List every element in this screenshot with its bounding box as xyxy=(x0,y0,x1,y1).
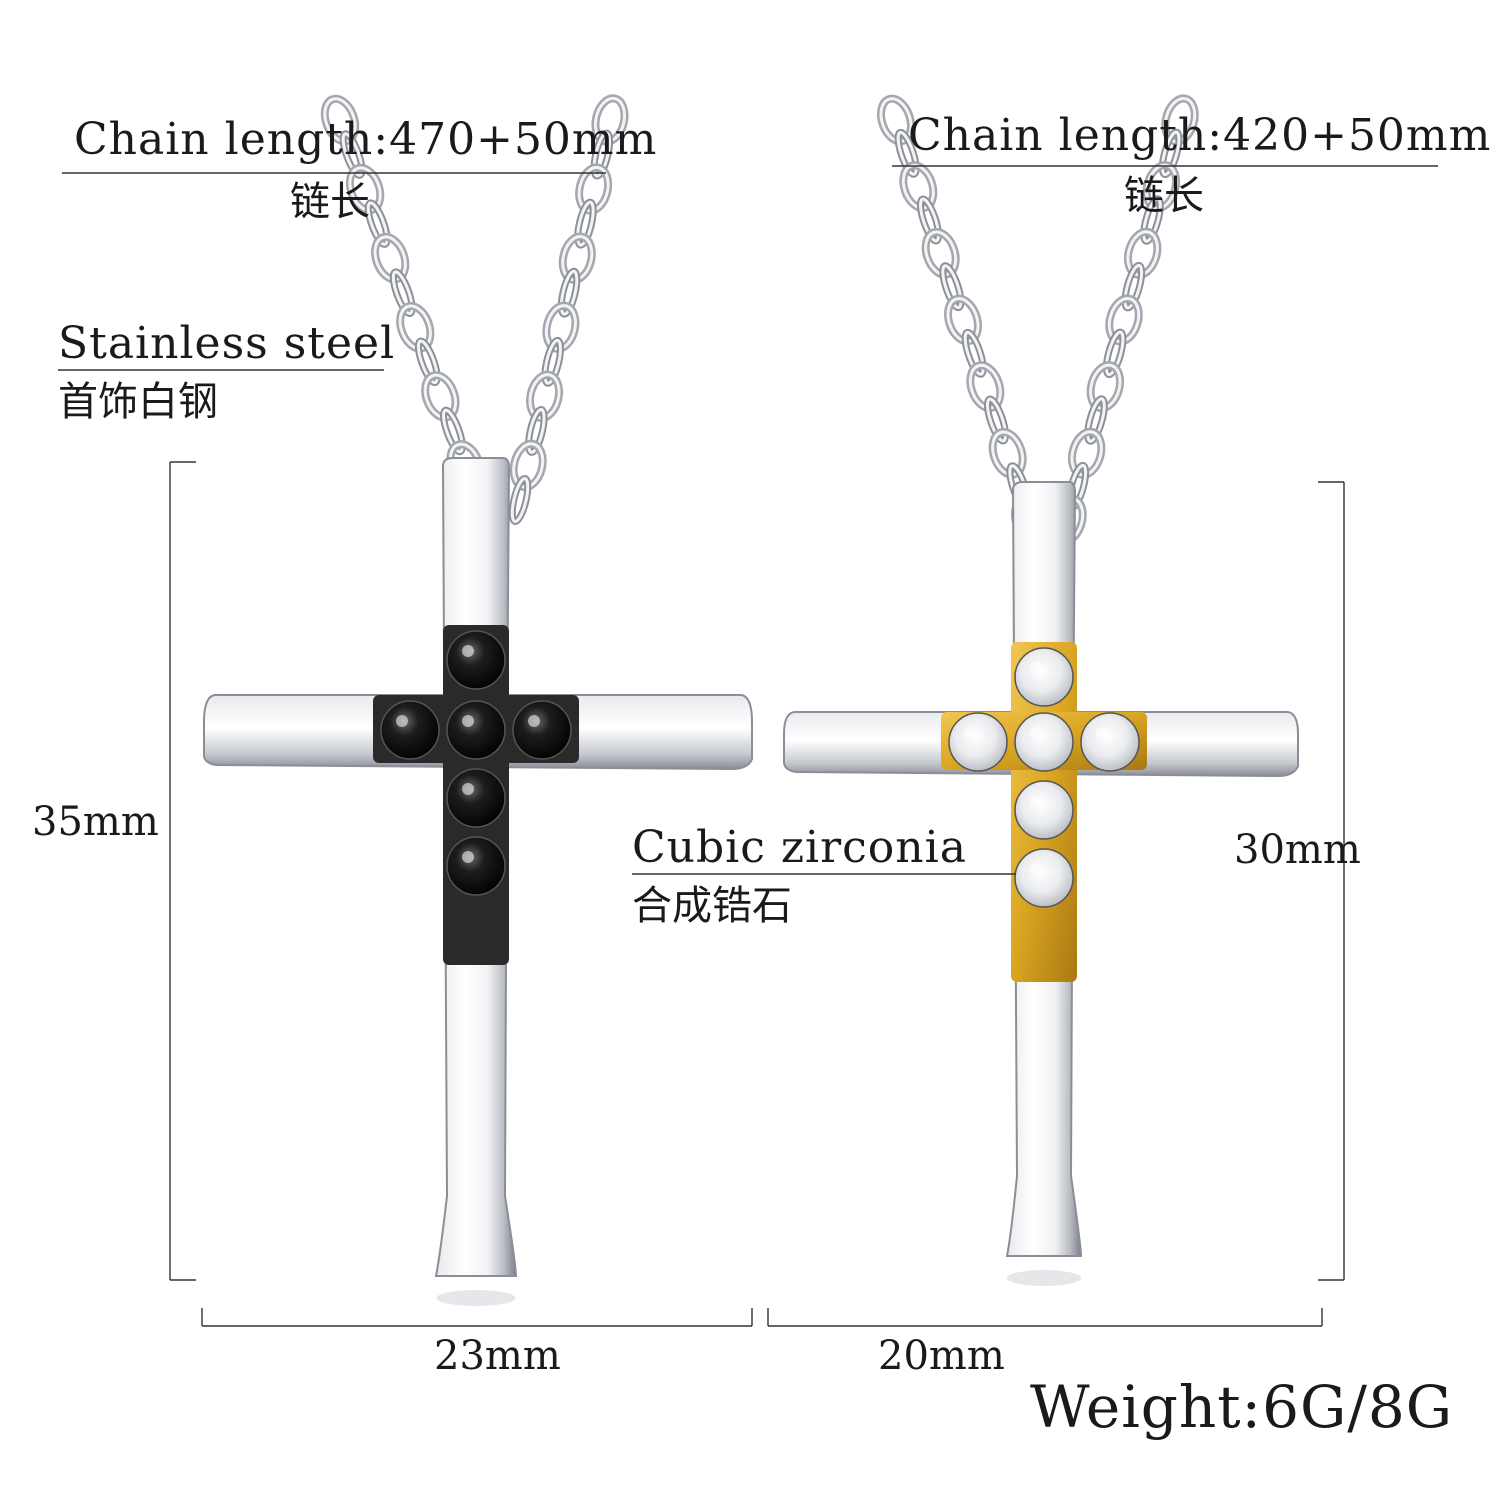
gemstone-sparkle xyxy=(462,783,474,795)
right-cross-pendant xyxy=(783,481,1299,1286)
gemstone xyxy=(1014,712,1074,772)
chain-link-highlight xyxy=(323,97,357,143)
chain-link-highlight xyxy=(985,397,1008,443)
chain-link-highlight xyxy=(512,442,545,489)
chain-link-highlight xyxy=(963,330,985,376)
gemstone-sparkle xyxy=(462,645,474,657)
crosses xyxy=(203,457,1299,1306)
chains xyxy=(320,94,1199,546)
gemstone xyxy=(948,712,1008,772)
chain-link-highlight xyxy=(1142,197,1162,243)
chain-link-highlight xyxy=(544,304,577,351)
gemstone-sparkle xyxy=(1096,727,1108,739)
left-chain-length-label: Chain length:470+50mm xyxy=(74,114,658,165)
right-chain-left-strand xyxy=(876,94,1050,546)
chain-link-highlight xyxy=(442,408,464,454)
gemstone xyxy=(1014,780,1074,840)
right-height-label: 30mm xyxy=(1234,827,1361,873)
chain-link-highlight xyxy=(1107,296,1141,344)
gemstone xyxy=(1014,848,1074,908)
weight-label: Weight:6G/8G xyxy=(1030,1373,1454,1441)
gemstone-sparkle xyxy=(528,715,540,727)
gemstone-sparkle xyxy=(462,851,474,863)
chain-link-highlight xyxy=(373,235,407,281)
chain-link-highlight xyxy=(946,297,980,343)
chain-link-highlight xyxy=(391,270,414,316)
chain-link-highlight xyxy=(528,373,561,420)
left-cross-pendant xyxy=(203,457,753,1306)
chain-link-highlight xyxy=(510,477,530,523)
chain-link-highlight xyxy=(543,338,562,385)
chain-link-highlight xyxy=(879,97,913,143)
chain-link-highlight xyxy=(896,130,918,176)
gemstone xyxy=(380,700,440,760)
gemstone-sparkle xyxy=(964,727,976,739)
gemstone xyxy=(446,630,506,690)
chain-link-highlight xyxy=(1104,330,1125,377)
stone-cn: 合成锆石 xyxy=(632,883,792,929)
left-height-label: 35mm xyxy=(32,799,159,845)
chain-link-highlight xyxy=(1126,230,1159,277)
left-width-label: 23mm xyxy=(434,1333,561,1379)
right-chain-length-cn: 链长 xyxy=(1124,173,1204,219)
right-chain-length-label: Chain length:420+50mm xyxy=(908,110,1492,161)
chain-link-highlight xyxy=(576,200,595,247)
gemstone xyxy=(1080,712,1140,772)
dimension-lines xyxy=(58,165,1438,1327)
chain-link-highlight xyxy=(991,430,1025,477)
pendant-shadow xyxy=(1006,1270,1082,1286)
stone-setting xyxy=(373,625,579,965)
chain-link-highlight xyxy=(561,235,594,282)
gemstone xyxy=(446,700,506,760)
gemstone-sparkle xyxy=(462,715,474,727)
chain-link-highlight xyxy=(1163,96,1197,144)
chain-link-highlight xyxy=(592,131,612,178)
material-cn: 首饰白钢 xyxy=(58,379,218,425)
chain-link-highlight xyxy=(527,407,546,454)
chain-link-highlight xyxy=(1160,130,1181,177)
chain-link-highlight xyxy=(348,166,382,212)
gemstone xyxy=(446,768,506,828)
gemstone xyxy=(446,836,506,896)
gemstone-sparkle xyxy=(1030,863,1042,875)
chain-link-highlight xyxy=(416,339,439,385)
left-chain-length-cn: 链长 xyxy=(290,179,370,225)
chain-link-highlight xyxy=(1086,397,1106,443)
gemstone-sparkle xyxy=(1030,662,1042,674)
stone-setting xyxy=(941,642,1147,982)
right-chain-right-strand xyxy=(1049,94,1199,546)
chain-link-highlight xyxy=(341,132,364,177)
chain-link-highlight xyxy=(366,201,389,246)
gemstone xyxy=(1014,647,1074,707)
chain-link-highlight xyxy=(968,363,1002,410)
chain-link-highlight xyxy=(559,269,579,316)
stone-label: Cubic zirconia xyxy=(632,822,967,873)
chain-link-highlight xyxy=(1123,263,1144,310)
gemstone xyxy=(512,700,572,760)
gemstone-sparkle xyxy=(396,715,408,727)
chain-link-highlight xyxy=(918,197,941,243)
chain-link-highlight xyxy=(941,264,963,310)
left-chain-right-strand xyxy=(508,94,629,525)
gemstone-sparkle xyxy=(1030,727,1042,739)
right-width-label: 20mm xyxy=(878,1333,1005,1379)
chain-link-highlight xyxy=(398,304,432,350)
material-label: Stainless steel xyxy=(58,318,396,369)
chain-link-highlight xyxy=(423,373,458,420)
gemstone-sparkle xyxy=(1030,795,1042,807)
chain-link-highlight xyxy=(1089,363,1122,410)
pendant-shadow xyxy=(436,1290,516,1306)
chain-link-highlight xyxy=(577,165,610,213)
chain-link-highlight xyxy=(1070,430,1103,477)
chain-link-highlight xyxy=(924,230,958,277)
chain-link-highlight xyxy=(593,96,627,144)
